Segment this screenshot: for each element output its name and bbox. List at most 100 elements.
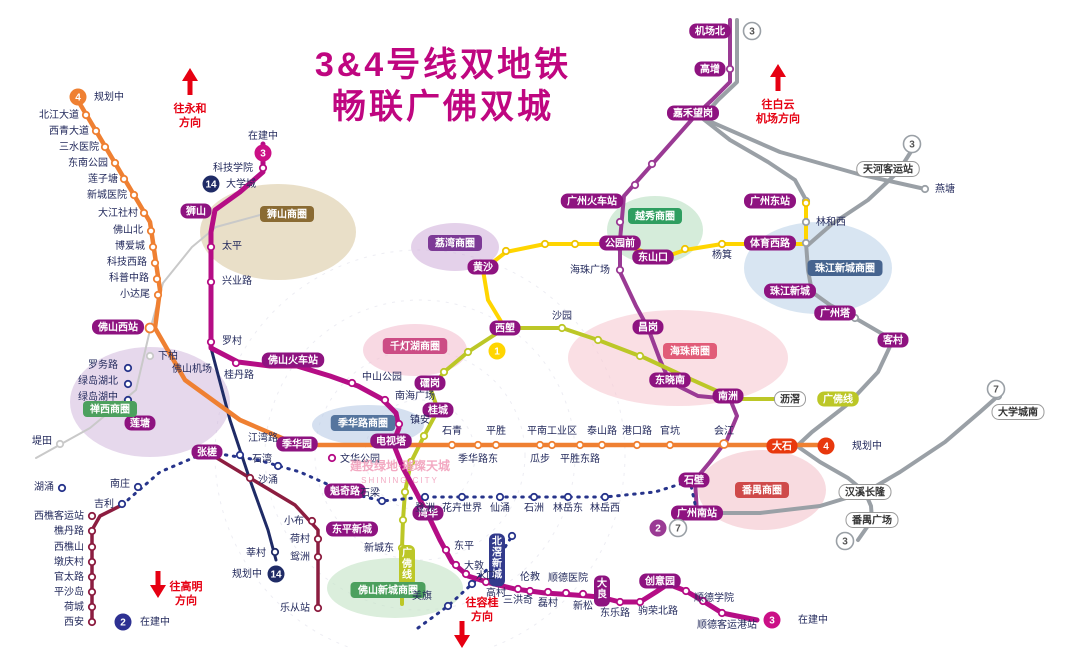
station-label: 西樵客运站	[34, 509, 84, 522]
station-label: 兴业路	[222, 274, 252, 287]
district-label: 越秀商圈	[628, 208, 682, 224]
station-box: 大学城南	[991, 404, 1045, 420]
station-label: 罗务路	[88, 358, 118, 371]
station-dot	[87, 526, 97, 536]
station-label: 佛山机场	[172, 362, 212, 375]
station-dot	[457, 492, 467, 502]
station-dot	[578, 589, 588, 599]
station-label: 水口	[476, 570, 496, 582]
station-box-bg	[671, 505, 723, 521]
station-dot	[461, 569, 471, 579]
station-label: 南海广场	[395, 389, 435, 402]
station-box-bg	[92, 319, 144, 335]
line-badge-number: 14	[205, 180, 217, 191]
district-label-text: 番禺商圈	[741, 484, 782, 497]
station-box-bg	[764, 283, 816, 299]
station-dot	[139, 208, 149, 218]
line-badge: 3	[763, 611, 781, 629]
line-badge-circle	[202, 175, 220, 193]
station-label: 在建中	[798, 613, 828, 626]
station-label: 新城医院	[87, 188, 127, 201]
station-box-bg	[414, 375, 446, 391]
station-box: 广佛线	[817, 391, 859, 407]
station-label: 绿岛湖北	[78, 374, 118, 387]
station-label: 石湾	[252, 452, 272, 465]
station-box: 天河客运站	[856, 161, 920, 177]
station-label: 登洲	[415, 501, 435, 514]
station-label: 泰山路	[587, 424, 617, 437]
station-label: 平胜东路	[560, 452, 600, 465]
station-box-bg	[599, 235, 641, 251]
station-dot	[507, 531, 517, 541]
station-label: 中山公园	[362, 370, 402, 383]
station-box-bg	[814, 305, 856, 321]
station-box: 佛山西站	[92, 319, 144, 335]
station-dot	[152, 274, 162, 284]
station-label: 在建中	[140, 615, 170, 628]
station-box-label: 机场北	[695, 25, 725, 38]
station-dot	[133, 482, 143, 492]
district-label-text: 狮山商圈	[266, 208, 307, 221]
station-dot	[575, 440, 585, 450]
station-label: 罗村	[222, 334, 242, 347]
station-label: 北江大道	[39, 108, 79, 121]
station-box: 黄沙	[467, 259, 499, 275]
station-dot	[447, 440, 457, 450]
station-box: 汉溪长隆	[838, 484, 892, 500]
station-box-label: 广州东站	[750, 195, 790, 208]
station-box-label: 狮山	[185, 205, 206, 218]
station-box: 体育西路	[744, 235, 796, 251]
station-box: 广佛线	[399, 545, 415, 587]
station-box: 张槎	[191, 444, 223, 460]
line-badge-number: 7	[675, 524, 681, 535]
station-dot	[270, 547, 280, 557]
line-badge-number: 14	[270, 570, 282, 581]
station-dot	[635, 597, 645, 607]
station-dot	[150, 258, 160, 268]
line-badge-circle	[835, 531, 855, 551]
station-dot	[146, 226, 156, 236]
station-label: 规划中	[852, 439, 882, 452]
station-box-label: 季华园	[281, 438, 312, 451]
station-label: 镇安	[410, 413, 430, 426]
station-box-label: 南洲	[718, 390, 738, 403]
station-box: 桂城	[422, 402, 454, 418]
station-label: 墩庆村	[54, 555, 84, 568]
station-box-bg	[261, 352, 325, 368]
station-box-bg	[877, 332, 909, 348]
station-label: 伦教	[520, 570, 540, 583]
line-badge-circle	[488, 342, 506, 360]
station-box-label: 礌岗	[419, 377, 440, 390]
line-badge: 7	[986, 379, 1006, 399]
station-label: 堤田	[32, 435, 52, 447]
station-dot	[206, 242, 216, 252]
station-dot	[920, 184, 930, 194]
station-label: 石梁	[360, 486, 380, 499]
station-dot	[725, 64, 735, 74]
line-badge-circle	[114, 613, 132, 631]
station-dot	[380, 395, 390, 405]
station-dot	[153, 290, 163, 300]
station-label: 鸳洲	[290, 550, 310, 563]
district-area	[200, 184, 356, 280]
station-box: 狮山	[180, 203, 212, 219]
station-label: 东南公园	[68, 156, 108, 169]
station-label: 官太路	[54, 570, 84, 583]
district-label-text: 珠江新城商圈	[815, 262, 875, 275]
station-box-label: 石壁	[683, 474, 704, 487]
station-dot	[327, 453, 337, 463]
direction-label: 往永和	[174, 101, 207, 115]
station-dot	[615, 265, 625, 275]
station-dot	[801, 198, 811, 208]
station-dot	[206, 277, 216, 287]
station-label: 西樵山	[54, 540, 84, 553]
station-dot	[501, 246, 511, 256]
station-dot	[543, 587, 553, 597]
station-box: 嘉禾望岗	[667, 105, 719, 121]
station-box-label: 佛山西站	[97, 321, 138, 334]
station-dot	[313, 552, 323, 562]
line-badge-number: 3	[842, 537, 848, 548]
district-label: 珠江新城商圈	[807, 260, 883, 276]
